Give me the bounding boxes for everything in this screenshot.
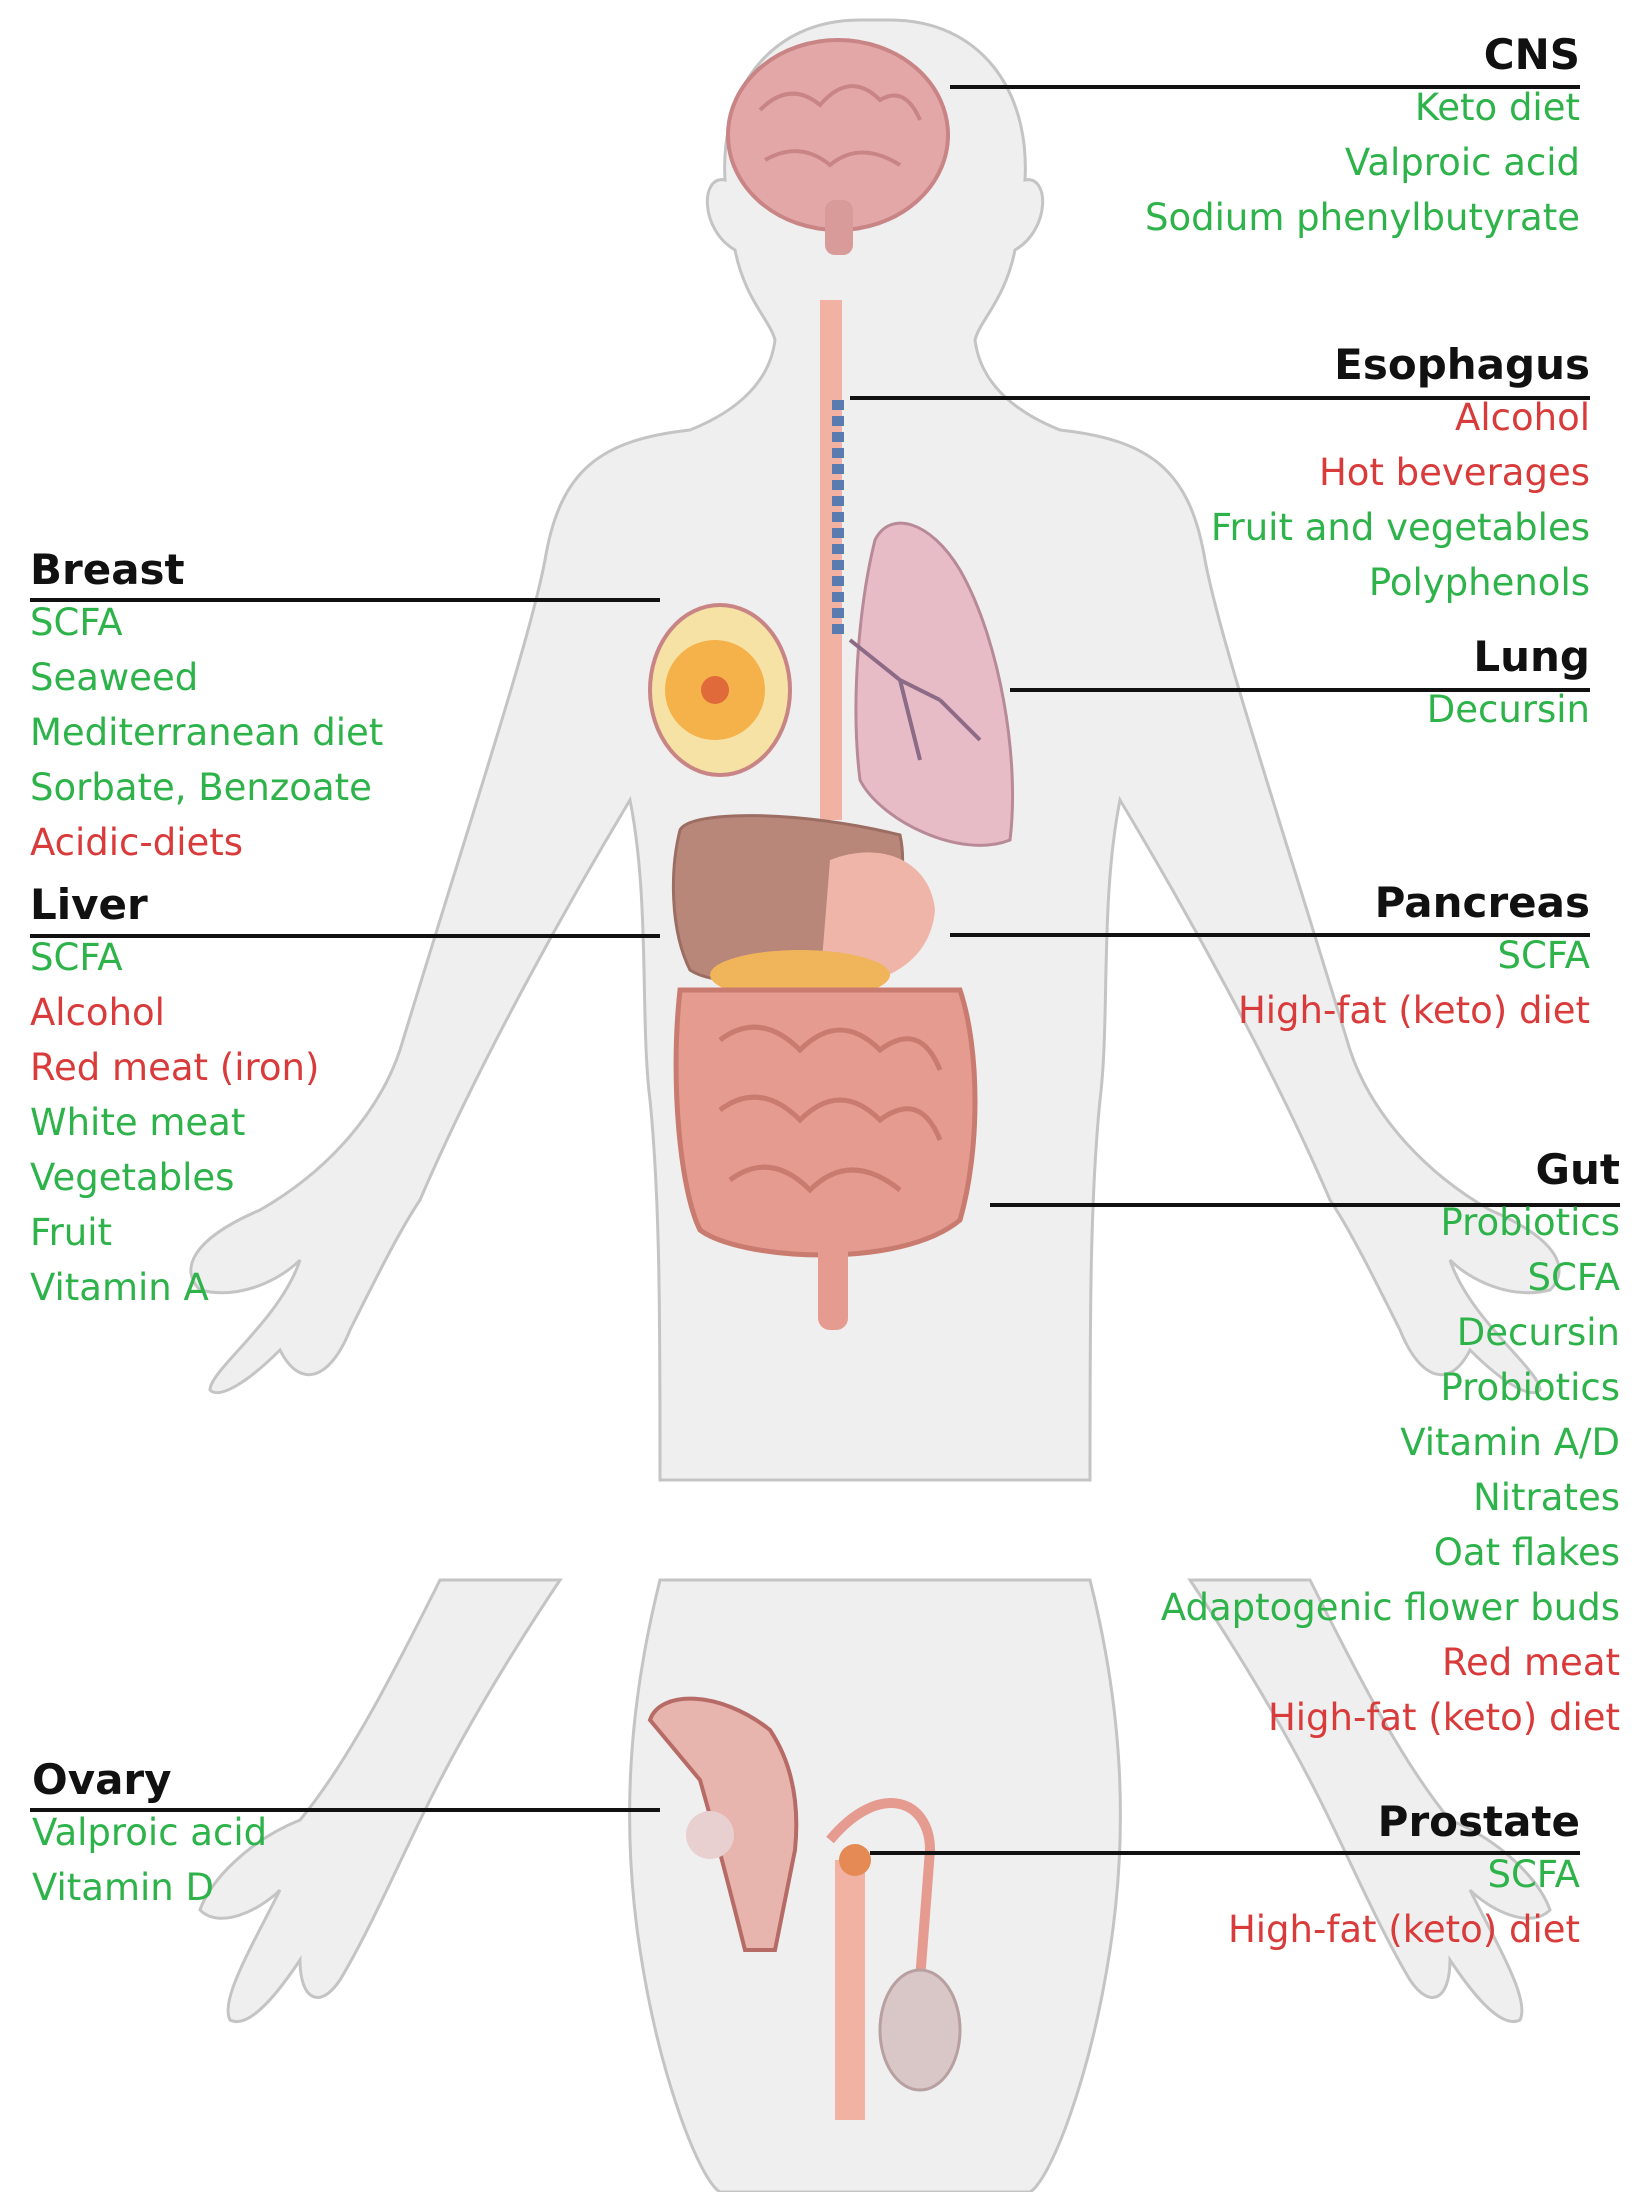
gut-item: Nitrates (1473, 1476, 1620, 1519)
liver-item: Vitamin A (30, 1266, 209, 1309)
pancreas-item: High-fat (keto) diet (1237, 989, 1590, 1032)
pancreas-item: SCFA (1497, 934, 1590, 977)
brain-illustration (726, 38, 950, 255)
breast-item: Sorbate, Benzoate (30, 766, 372, 809)
breast-item: Acidic-diets (30, 821, 244, 864)
ovary-item: Vitamin D (32, 1866, 214, 1909)
breast-item: Seaweed (30, 656, 199, 699)
prostate-title: Prostate (1377, 1797, 1580, 1846)
lung-title: Lung (1473, 632, 1590, 681)
gut-item: Probiotics (1440, 1201, 1620, 1244)
prostate-items: SCFA High-fat (keto) diet (1228, 1847, 1580, 1957)
lung-item: Decursin (1426, 688, 1590, 731)
gut-item: Adaptogenic flower buds (1160, 1586, 1620, 1629)
cns-item: Sodium phenylbutyrate (1145, 196, 1580, 239)
pancreas-group: Pancreas SCFA High-fat (keto) diet (1238, 878, 1590, 1038)
gut-item: Vitamin A/D (1400, 1421, 1620, 1464)
lung-items: Decursin (1427, 682, 1590, 737)
intestine-illustration (673, 987, 978, 1330)
gut-item: Decursin (1456, 1311, 1620, 1354)
esophagus-item: Alcohol (1455, 396, 1590, 439)
gut-item: Oat flakes (1433, 1531, 1620, 1574)
ovary-title: Ovary (32, 1755, 172, 1804)
lung-group: Lung Decursin (1427, 632, 1590, 737)
liver-title: Liver (30, 880, 148, 929)
liver-item: Alcohol (30, 991, 165, 1034)
liver-illustration (671, 814, 935, 1000)
liver-item: Fruit (30, 1211, 113, 1254)
esophagus-title: Esophagus (1334, 340, 1590, 389)
pancreas-title: Pancreas (1374, 878, 1590, 927)
prostate-item: SCFA (1487, 1853, 1580, 1896)
prostate-group: Prostate SCFA High-fat (keto) diet (1228, 1797, 1580, 1957)
esophagus-item: Fruit and vegetables (1210, 506, 1590, 549)
breast-item: Mediterranean diet (30, 711, 384, 754)
breast-item: SCFA (30, 601, 123, 644)
esophagus-illustration (820, 300, 844, 820)
breast-illustration (648, 603, 792, 777)
gut-item: High-fat (keto) diet (1267, 1696, 1620, 1739)
cns-item: Keto diet (1414, 86, 1580, 129)
cns-title: CNS (1483, 30, 1580, 79)
cns-item: Valproic acid (1344, 141, 1580, 184)
prostate-illustration (826, 1798, 962, 2120)
breast-title: Breast (30, 545, 185, 594)
uterus-illustration (647, 1696, 799, 1952)
esophagus-item: Polyphenols (1368, 561, 1590, 604)
esophagus-item: Hot beverages (1318, 451, 1590, 494)
gut-title: Gut (1535, 1145, 1620, 1194)
pancreas-items: SCFA High-fat (keto) diet (1238, 928, 1590, 1038)
lung-illustration (848, 521, 1015, 847)
gut-item: Probiotics (1440, 1366, 1620, 1409)
liver-item: White meat (30, 1101, 246, 1144)
prostate-item: High-fat (keto) diet (1227, 1908, 1580, 1951)
liver-item: Red meat (iron) (30, 1046, 320, 1089)
liver-item: Vegetables (30, 1156, 235, 1199)
ovary-item: Valproic acid (32, 1811, 268, 1854)
liver-item: SCFA (30, 936, 123, 979)
gut-item: SCFA (1527, 1256, 1620, 1299)
gut-item: Red meat (1441, 1641, 1620, 1684)
